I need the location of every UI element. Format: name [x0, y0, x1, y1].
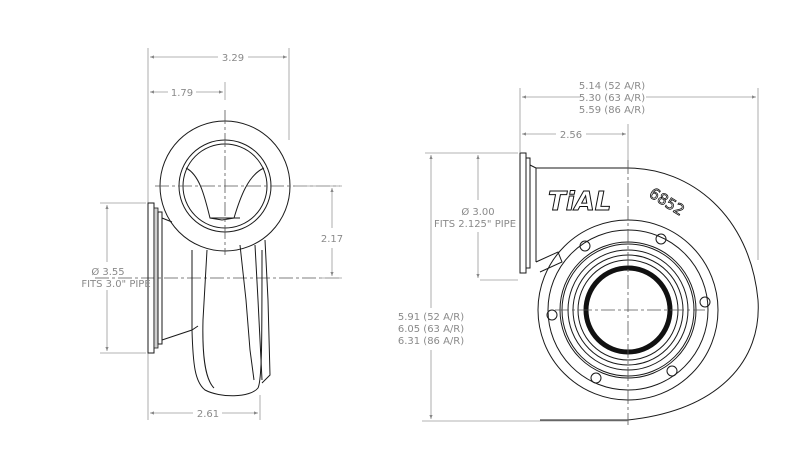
- dim-6-31: 6.31 (86 A/R): [398, 336, 464, 347]
- side-view: 3.29 1.79: [81, 48, 343, 420]
- dim-to-centerline-front: 2.56: [522, 130, 626, 141]
- dim-inlet-diameter: Ø 3.55 FITS 3.0" PIPE: [81, 202, 151, 354]
- dim-outlet-diameter: Ø 3.00 FITS 2.125" PIPE: [425, 152, 518, 281]
- dim-overall-width: 3.29: [150, 53, 287, 64]
- dim-6-05: 6.05 (63 A/R): [398, 324, 464, 335]
- dim-overall-width-ar: 5.14 (52 A/R) 5.30 (63 A/R) 5.59 (86 A/R…: [522, 81, 756, 116]
- dim-5-14: 5.14 (52 A/R): [579, 81, 645, 92]
- dim-inlet-fit: FITS 3.0" PIPE: [81, 279, 150, 290]
- model-number: 6852: [646, 184, 688, 220]
- bolt-holes: [546, 233, 711, 384]
- dim-2-56: 2.56: [560, 130, 582, 141]
- brand-logo: TiAL: [548, 187, 611, 217]
- dim-3-00: Ø 3.00: [461, 206, 494, 218]
- front-view: 5.14 (52 A/R) 5.30 (63 A/R) 5.59 (86 A/R…: [398, 81, 759, 425]
- dim-center-height: 2.17: [295, 185, 343, 279]
- dim-3-55: Ø 3.55: [91, 266, 124, 278]
- dim-1-79: 1.79: [171, 88, 193, 99]
- dim-3-29: 3.29: [222, 53, 244, 64]
- dim-2-17: 2.17: [321, 234, 343, 245]
- dim-to-centerline: 1.79: [150, 88, 223, 99]
- dim-5-91: 5.91 (52 A/R): [398, 312, 464, 323]
- dim-2-61: 2.61: [197, 409, 219, 420]
- dim-bottom-width: 2.61: [150, 409, 258, 420]
- dim-outlet-fit: FITS 2.125" PIPE: [434, 219, 516, 230]
- dim-5-30: 5.30 (63 A/R): [579, 93, 645, 104]
- dim-5-59: 5.59 (86 A/R): [579, 105, 645, 116]
- dim-overall-height: 5.91 (52 A/R) 6.05 (63 A/R) 6.31 (86 A/R…: [398, 155, 628, 422]
